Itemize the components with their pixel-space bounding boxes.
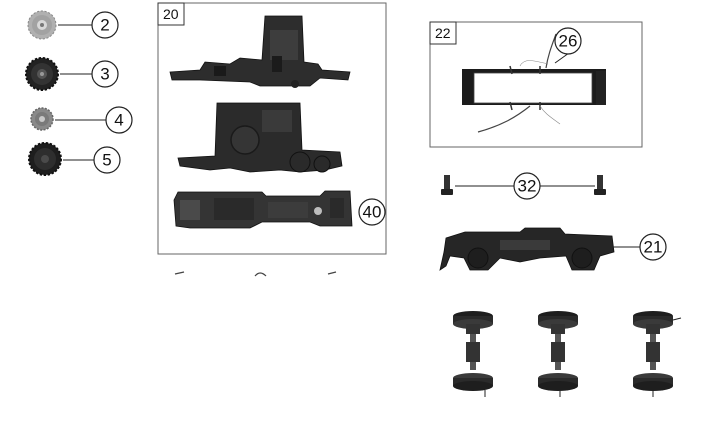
callout-circle-32 — [513, 172, 541, 200]
bogie-part-21 — [439, 227, 615, 271]
screw-left — [441, 175, 453, 195]
cut-mark — [254, 272, 267, 277]
callout-circle-2 — [91, 11, 119, 39]
callout-circle-5 — [93, 146, 121, 174]
frame-parts-box — [157, 2, 387, 255]
frame-box-label: 20 — [163, 6, 179, 22]
callout-label-40: 40 — [363, 203, 382, 222]
motor-box-label-frame — [429, 21, 457, 45]
gear-5 — [28, 142, 62, 176]
callout-circle-21 — [639, 233, 667, 261]
callout-label-3: 3 — [100, 65, 109, 84]
motor-part — [462, 33, 606, 133]
callout-circle-3 — [91, 60, 119, 88]
screw-right — [594, 175, 606, 195]
motor-box — [429, 21, 643, 148]
motor-box-label: 22 — [435, 25, 451, 41]
callout-circle-40 — [358, 198, 386, 226]
wheelset-left — [453, 311, 493, 397]
frame-upper-part — [169, 15, 351, 88]
callout-label-2: 2 — [100, 16, 109, 35]
frame-bottom-part-40 — [173, 190, 353, 229]
callout-label-5: 5 — [102, 151, 111, 170]
gear-3 — [25, 57, 59, 91]
callout-label-21: 21 — [644, 238, 663, 257]
callout-circle-4 — [105, 106, 133, 134]
frame-box-label-frame — [157, 2, 185, 26]
callout-label-32: 32 — [518, 177, 537, 196]
wheelset-right — [633, 311, 682, 397]
gear-2 — [27, 10, 57, 40]
cut-mark — [174, 271, 185, 275]
gear-4 — [30, 107, 54, 131]
frame-middle-part — [177, 102, 343, 173]
callout-circle-26 — [554, 27, 582, 55]
callout-label-4: 4 — [114, 111, 123, 130]
cut-mark — [327, 271, 337, 275]
callout-label-26: 26 — [559, 32, 578, 51]
wheelset-middle — [538, 311, 578, 397]
leader-line-26 — [554, 52, 570, 64]
